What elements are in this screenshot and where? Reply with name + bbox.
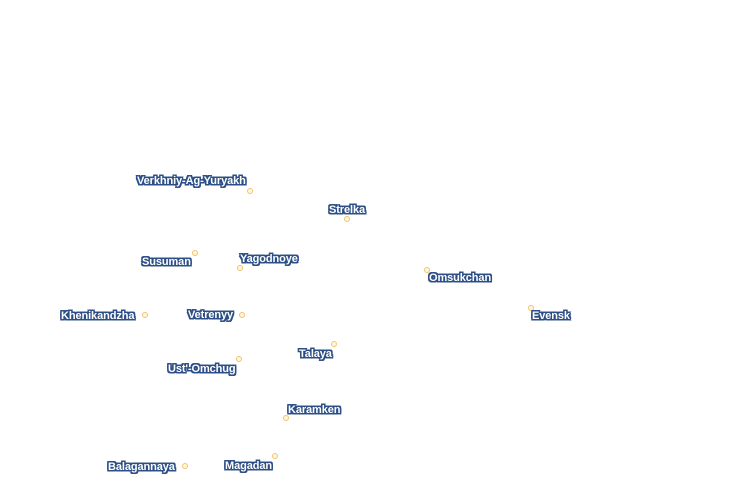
place-marker-evensk[interactable] bbox=[528, 305, 534, 311]
place-marker-ust-omchug[interactable] bbox=[236, 356, 242, 362]
place-label-susuman: Susuman bbox=[142, 256, 191, 268]
place-marker-yagodnoye[interactable] bbox=[237, 265, 243, 271]
place-label-evensk: Evensk bbox=[532, 310, 570, 322]
place-marker-balagannaya[interactable] bbox=[182, 463, 188, 469]
place-label-karamken: Karamken bbox=[288, 404, 341, 416]
place-marker-verkhniy-ag-yuryakh[interactable] bbox=[247, 188, 253, 194]
place-label-balagannaya: Balagannaya bbox=[108, 461, 175, 473]
place-marker-khenikandzha[interactable] bbox=[142, 312, 148, 318]
place-label-strelka: Strelka bbox=[329, 204, 365, 216]
place-label-ust-omchug: Ust'-Omchug bbox=[168, 363, 236, 375]
place-marker-vetrenyy[interactable] bbox=[239, 312, 245, 318]
place-label-verkhniy-ag-yuryakh: Verkhniy-Ag-Yuryakh bbox=[137, 175, 246, 187]
place-marker-strelka[interactable] bbox=[344, 216, 350, 222]
place-label-talaya: Talaya bbox=[299, 348, 332, 360]
place-marker-susuman[interactable] bbox=[192, 250, 198, 256]
place-marker-omsukchan[interactable] bbox=[424, 267, 430, 273]
place-marker-karamken[interactable] bbox=[283, 415, 289, 421]
place-label-omsukchan: Omsukchan bbox=[429, 272, 492, 284]
place-label-khenikandzha: Khenikandzha bbox=[61, 310, 135, 322]
place-marker-magadan[interactable] bbox=[272, 453, 278, 459]
place-label-magadan: Magadan bbox=[225, 460, 272, 472]
place-marker-talaya[interactable] bbox=[331, 341, 337, 347]
place-label-yagodnoye: Yagodnoye bbox=[240, 253, 298, 265]
place-label-vetrenyy: Vetrenyy bbox=[188, 309, 234, 321]
